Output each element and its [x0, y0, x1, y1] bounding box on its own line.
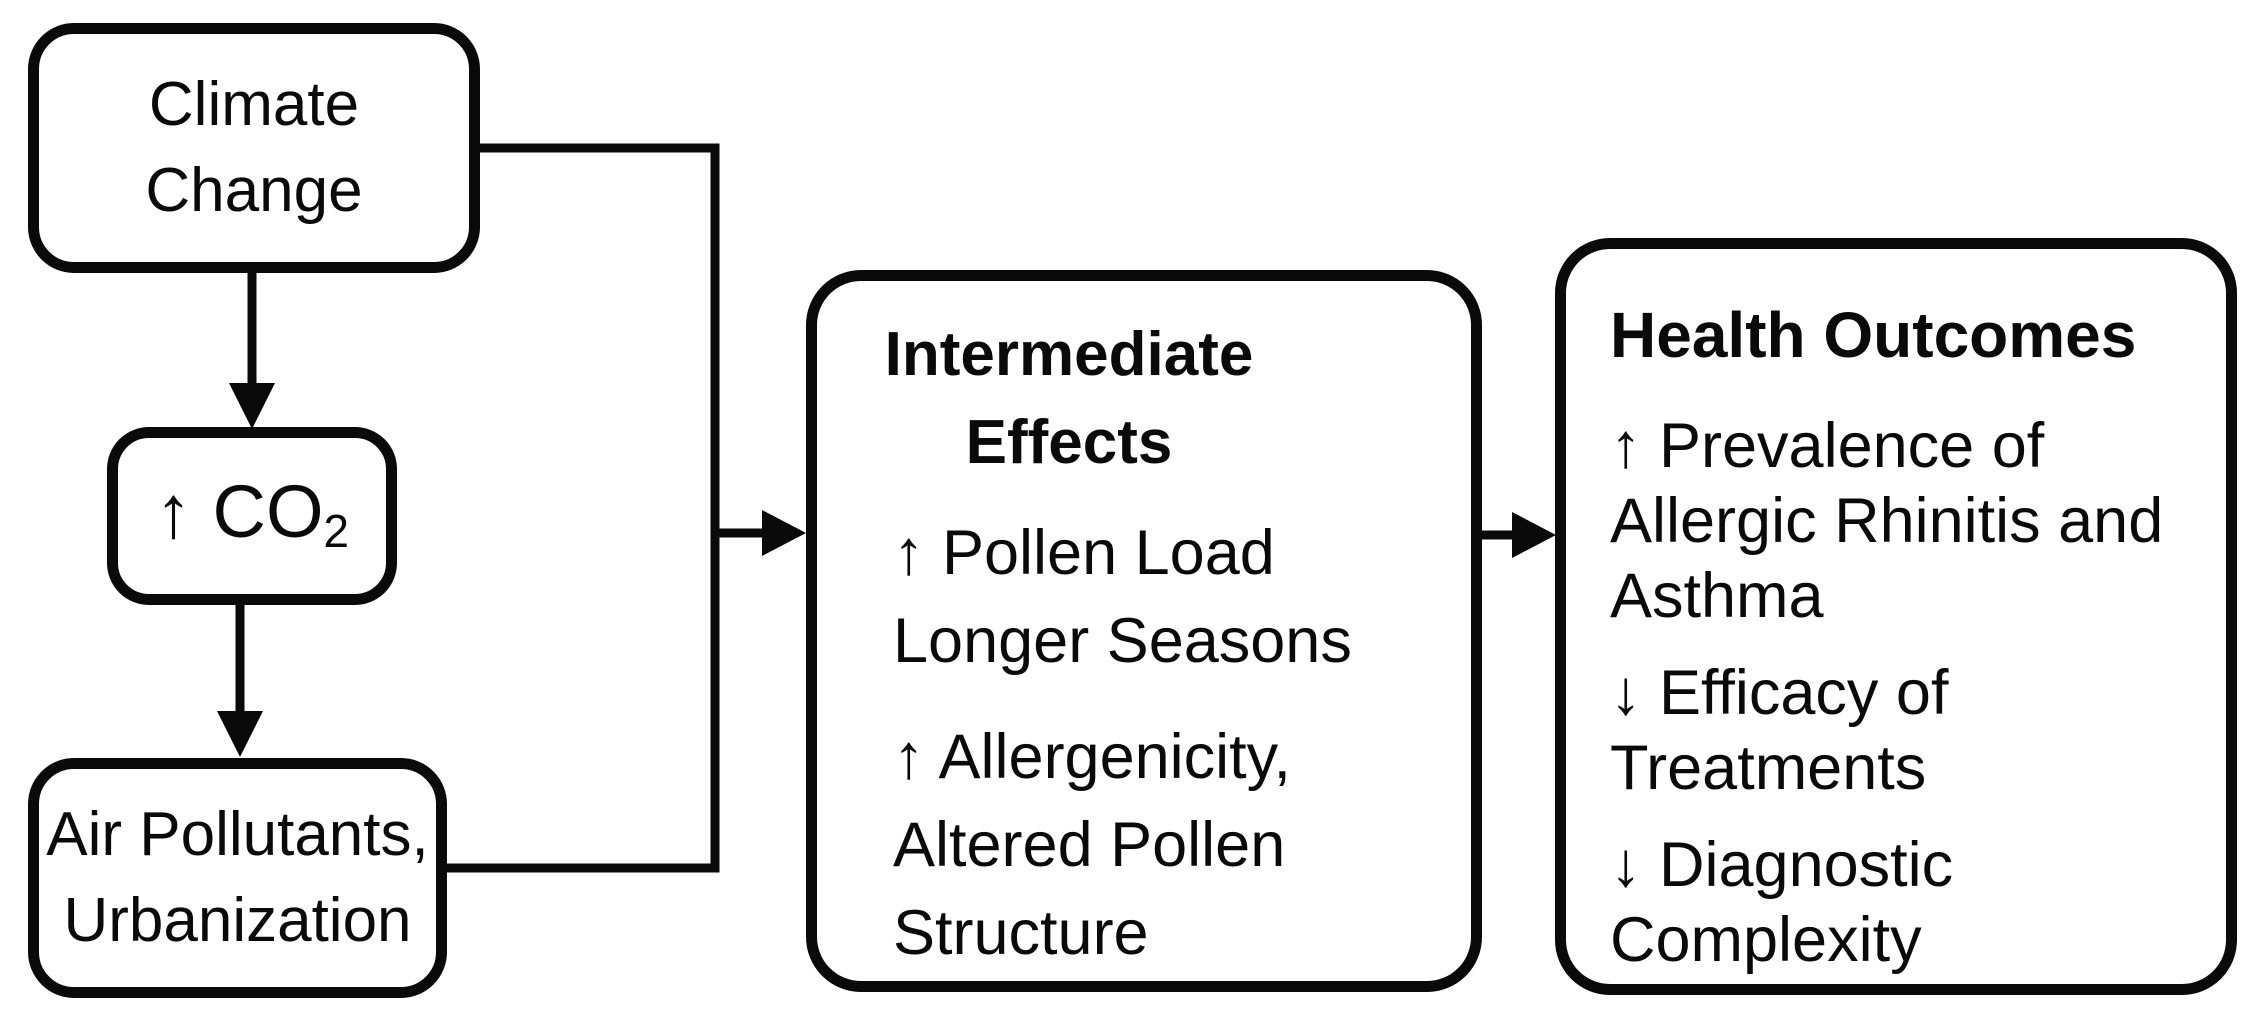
co2-subscript: 2 [323, 504, 350, 557]
health-outcomes-items: ↑ Prevalence of Allergic Rhinitis and As… [1566, 409, 2226, 978]
health-item-prevalence: ↑ Prevalence of Allergic Rhinitis and As… [1610, 411, 2164, 631]
arrow-intermediate-to-health [1482, 512, 1556, 558]
health-outcomes-box: Health Outcomes ↑ Prevalence of Allergic… [1555, 238, 2237, 995]
intermediate-effects-box: Intermediate Effects ↑ Pollen Load Longe… [806, 270, 1482, 992]
arrow-drivers-to-intermediate [715, 510, 806, 556]
health-item-diagnostic: ↓ Diagnostic Complexity [1610, 830, 1954, 975]
arrow-climate-to-co2 [229, 273, 275, 429]
connector-drivers-collector-line [447, 143, 720, 873]
intermediate-effects-title: Intermediate Effects [884, 320, 1254, 477]
health-outcomes-title: Health Outcomes [1610, 299, 2137, 371]
health-item-efficacy: ↓ Efficacy of Treatments [1610, 658, 1949, 803]
arrow-co2-to-air [217, 605, 263, 757]
air-pollutants-label: Air Pollutants, Urbanization [46, 800, 429, 955]
climate-change-box: Climate Change [28, 23, 480, 273]
air-pollutants-box: Air Pollutants, Urbanization [28, 758, 447, 998]
co2-box: ↑ CO2 [107, 427, 397, 605]
intermediate-item-pollen-load: ↑ Pollen Load [893, 518, 1275, 588]
co2-text: ↑ CO [154, 469, 324, 553]
co2-label: ↑ CO2 [154, 469, 350, 561]
intermediate-effects-items: ↑ Pollen Load Longer Seasons ↑ Allergeni… [817, 509, 1471, 977]
climate-change-label: Climate Change [145, 70, 363, 225]
intermediate-item-allergenicity: ↑ Allergenicity, Altered Pollen Structur… [893, 722, 1291, 968]
intermediate-item-longer-seasons: Longer Seasons [893, 606, 1352, 676]
